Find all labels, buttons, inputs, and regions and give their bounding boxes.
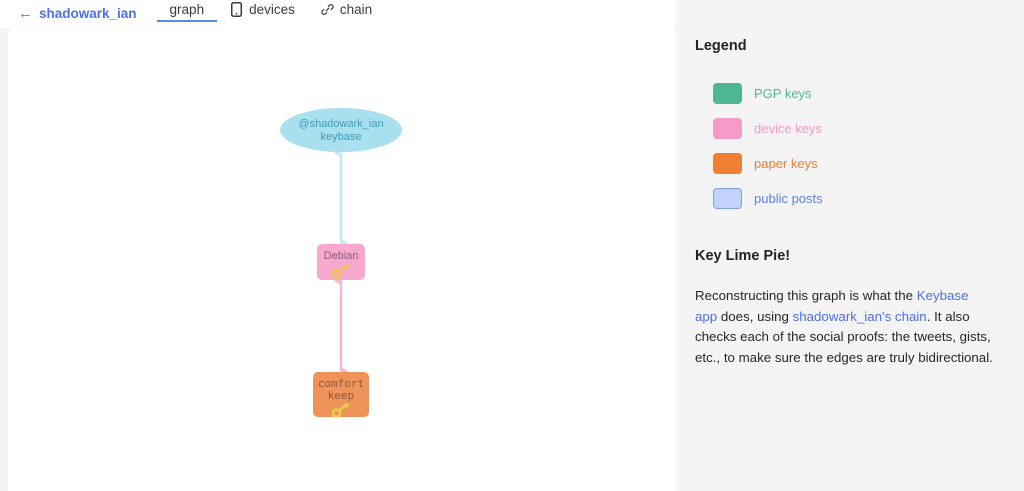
node-keybase-line2: keybase xyxy=(321,131,362,143)
node-paperkey-line2: keep xyxy=(328,389,355,402)
tab-chain[interactable]: chain xyxy=(308,0,385,22)
node-paperkey-line1: comfort xyxy=(318,377,364,390)
tab-bar: graph devices xyxy=(156,0,386,22)
phone-icon xyxy=(230,2,243,17)
legend-swatch-pgp-keys xyxy=(713,83,742,104)
legend-label-device-keys: device keys xyxy=(754,121,822,136)
legend-label-pgp-keys: PGP keys xyxy=(754,86,812,101)
keybase-app-link[interactable]: Keybase app xyxy=(695,288,969,324)
graph-node-keybase-account[interactable]: @shadowark_ian keybase xyxy=(280,108,402,152)
key-icon xyxy=(331,264,350,279)
note-text-part2: does, using xyxy=(717,308,793,324)
note-text-part3: . It also checks each of the social proo… xyxy=(695,308,993,365)
tab-graph[interactable]: graph xyxy=(156,0,218,22)
graph-canvas-panel: @shadowark_ian keybase Debian xyxy=(8,28,676,491)
tab-devices[interactable]: devices xyxy=(217,0,308,22)
note-paragraph: Reconstructing this graph is what the Ke… xyxy=(695,286,994,368)
legend-list: PGP keys device keys paper keys public p… xyxy=(713,76,1024,216)
legend-swatch-device-keys xyxy=(713,118,742,139)
graph-node-comfort-keep-paper[interactable]: comfort keep xyxy=(313,372,369,418)
identity-graph: @shadowark_ian keybase Debian xyxy=(280,108,402,418)
legend-item-pgp-keys: PGP keys xyxy=(713,76,1024,111)
legend-swatch-public-posts xyxy=(713,188,742,209)
note-text-part1: Reconstructing this graph is what the xyxy=(695,288,917,303)
legend-item-public-posts: public posts xyxy=(713,181,1024,216)
arrow-left-icon: ← xyxy=(18,4,33,22)
tab-devices-label: devices xyxy=(249,2,295,17)
legend-label-paper-keys: paper keys xyxy=(754,156,818,171)
key-icon xyxy=(331,403,350,418)
node-debian-label: Debian xyxy=(324,250,359,262)
legend-title: Legend xyxy=(695,38,747,54)
tab-graph-label: graph xyxy=(169,2,205,17)
back-link-label: shadowark_ian xyxy=(39,5,137,21)
legend-swatch-paper-keys xyxy=(713,153,742,174)
graph-node-debian-device[interactable]: Debian xyxy=(317,244,365,280)
chain-link-icon xyxy=(321,2,334,17)
legend-item-device-keys: device keys xyxy=(713,111,1024,146)
legend-label-public-posts: public posts xyxy=(754,191,823,206)
back-to-profile-link[interactable]: ← shadowark_ian xyxy=(18,0,137,26)
note-title: Key Lime Pie! xyxy=(695,248,791,264)
legend-item-paper-keys: paper keys xyxy=(713,146,1024,181)
user-chain-link[interactable]: shadowark_ian's chain xyxy=(792,308,927,324)
node-keybase-line1: @shadowark_ian xyxy=(298,118,383,130)
tab-chain-label: chain xyxy=(339,2,373,17)
legend-sidebar: Legend PGP keys device keys paper keys p… xyxy=(676,0,1024,491)
